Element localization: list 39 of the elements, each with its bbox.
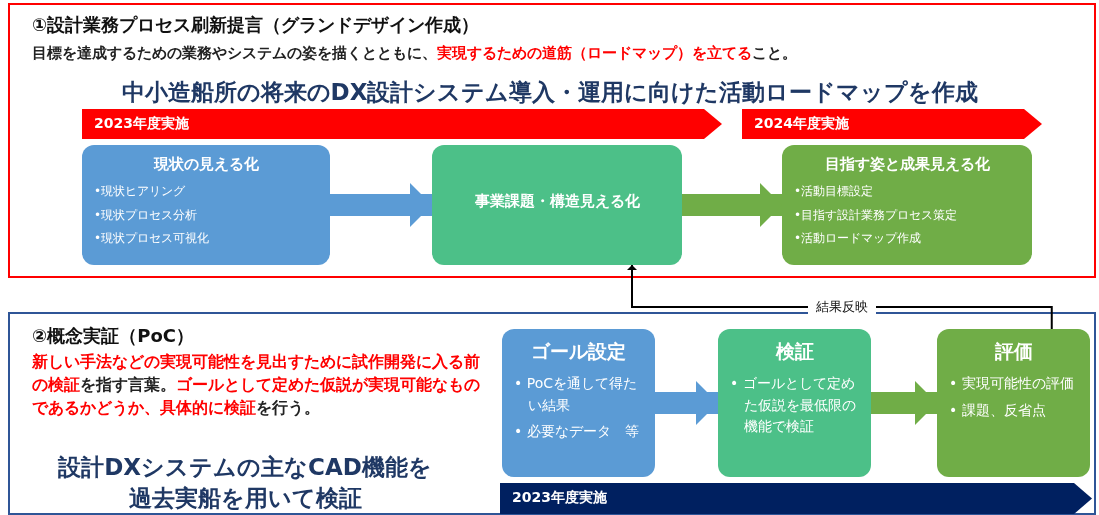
process-box bbox=[82, 145, 330, 265]
block-arrow bbox=[655, 381, 718, 425]
process-box bbox=[432, 145, 682, 265]
bullet-item: • 実現可能性の評価 bbox=[949, 374, 1075, 393]
bullet-item: • 必要なデータ 等 bbox=[514, 422, 640, 442]
bullet-item: • ゴールとして定めた仮説を最低限の機能で検証 bbox=[730, 374, 857, 437]
bullet-item: • PoCを通して得たい結果 bbox=[514, 374, 638, 415]
section-heading: ①設計業務プロセス刷新提言（グランドデザイン作成） bbox=[32, 13, 480, 37]
block-arrow bbox=[682, 183, 782, 227]
box-title: ゴール設定 bbox=[530, 339, 627, 364]
box-title: 検証 bbox=[774, 339, 815, 364]
description-text: 目標を達成するための業務やシステムの姿を描くとともに、実現するための道筋（ロードマップ）を立てること。 bbox=[32, 43, 798, 64]
bullet-item: •現状プロセス可視化 bbox=[94, 230, 211, 248]
bullet-item: •現状プロセス分析 bbox=[94, 206, 199, 224]
box-title: 現状の見える化 bbox=[152, 155, 260, 174]
headline-text: 中小造船所の将来のDX設計システム導入・運用に向けた活動ロードマップを作成 bbox=[120, 78, 980, 107]
year-banner: 2023年度実施 bbox=[500, 483, 1092, 514]
description-text: 新しい手法などの実現可能性を見出すために試作開発に入る前の検証を指す言葉。ゴールとして定めた仮説が実現可能なものであるかどうか、具体的に検証を行う。 bbox=[32, 351, 481, 420]
section-heading: ②概念実証（PoC） bbox=[32, 324, 194, 348]
process-box bbox=[782, 145, 1032, 265]
box-title: 事業課題・構造見える化 bbox=[473, 191, 641, 211]
process-box bbox=[502, 329, 655, 477]
bullet-item: •現状ヒアリング bbox=[94, 183, 187, 200]
box-title: 目指す姿と成果見える化 bbox=[823, 155, 991, 174]
block-arrow bbox=[330, 183, 432, 227]
bullet-item: •目指す設計業務プロセス策定 bbox=[794, 206, 959, 224]
process-box bbox=[718, 329, 871, 477]
section-panel bbox=[8, 312, 1096, 515]
year-banner: 2024年度実施 bbox=[742, 109, 1042, 139]
bullet-item: • 課題、反省点 bbox=[949, 400, 1047, 420]
box-title: 評価 bbox=[993, 339, 1034, 364]
section-panel bbox=[8, 3, 1096, 278]
bullet-item: •活動目標設定 bbox=[794, 183, 875, 200]
year-banner: 2023年度実施 bbox=[82, 109, 722, 139]
headline-text: 設計DXシステムの主なCAD機能を過去実船を用いて検証 bbox=[57, 453, 433, 513]
block-arrow bbox=[871, 381, 937, 425]
bullet-item: •活動ロードマップ作成 bbox=[794, 230, 923, 248]
edge-label: 結果反映 bbox=[807, 298, 876, 316]
process-box bbox=[937, 329, 1090, 477]
